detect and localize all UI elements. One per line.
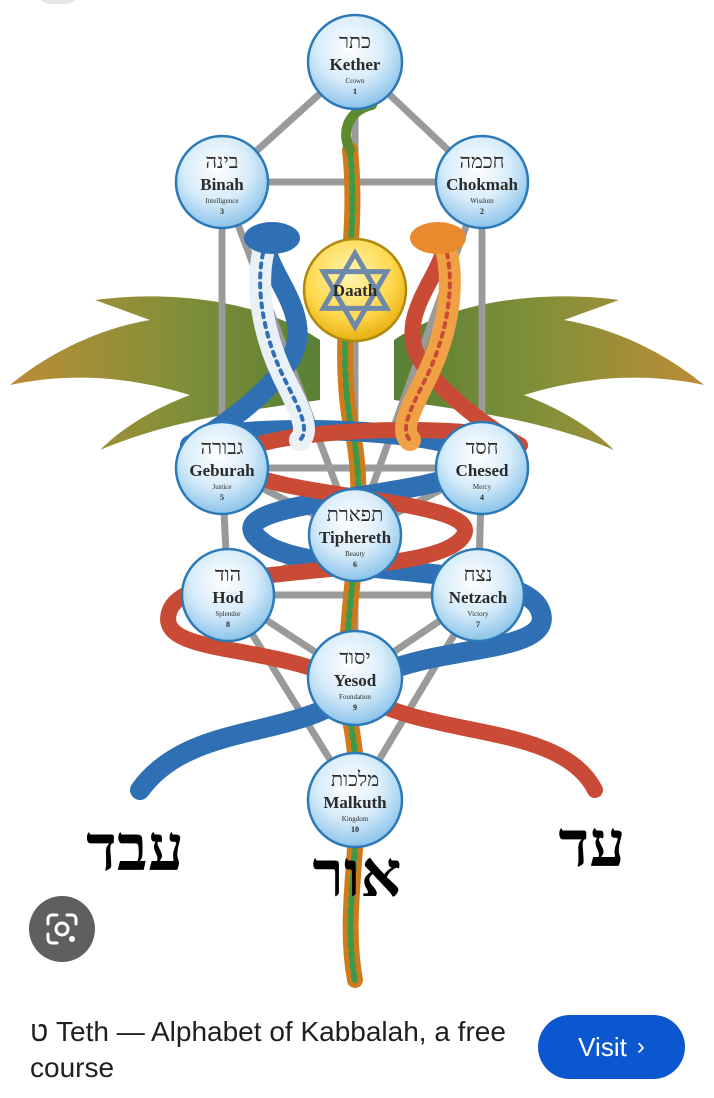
sephirah-number: 2: [480, 207, 484, 216]
sephirah-hebrew: גבורה: [201, 437, 244, 459]
sephirah-name: Yesod: [334, 671, 377, 690]
sephirah-number: 5: [220, 493, 224, 502]
hebrew-word-right: עד: [559, 807, 626, 882]
sphere-circle: [306, 751, 404, 849]
sephirah-meaning: Kingdom: [342, 815, 369, 823]
sephirah-name: Daath: [333, 281, 378, 300]
result-title[interactable]: ט Teth — Alphabet of Kabbalah, a free co…: [30, 1016, 506, 1083]
sephirah-hebrew: חסד: [466, 437, 499, 459]
sphere-daath: Daath: [302, 237, 408, 343]
visit-button[interactable]: Visit ›: [538, 1015, 685, 1079]
sephirah-name: Chokmah: [446, 175, 518, 194]
google-lens-button[interactable]: [29, 896, 95, 962]
sephirah-meaning: Wisdom: [470, 197, 494, 205]
sephirah-meaning: Mercy: [473, 483, 492, 491]
sphere-circle: [434, 134, 530, 230]
sephirah-meaning: Beauty: [345, 550, 365, 558]
sphere-circle: [174, 134, 270, 230]
bottom-hebrew-words: עבד אור עד: [86, 807, 625, 912]
previous-card-edge: [36, 0, 80, 4]
sephirah-hebrew: יסוד: [339, 647, 370, 669]
hebrew-word-left: עבד: [86, 811, 184, 886]
hebrew-word-center: אור: [313, 837, 402, 912]
sephirah-hebrew: הוד: [215, 564, 241, 586]
sephirah-number: 4: [480, 493, 484, 502]
sephirah-name: Malkuth: [323, 793, 387, 812]
sephirah-name: Netzach: [449, 588, 508, 607]
sephirah-number: 3: [220, 207, 224, 216]
sephirah-name: Binah: [200, 175, 244, 194]
sephirah-hebrew: בינה: [206, 151, 239, 173]
sephirah-number: 9: [353, 703, 357, 712]
star-of-david-icon: [318, 248, 392, 332]
sephirah-number: 8: [226, 620, 230, 629]
sephirah-name: Geburah: [189, 461, 255, 480]
sphere-circle: [434, 420, 530, 516]
sphere-circle: [306, 13, 404, 111]
dragon-wings: [10, 296, 704, 450]
sphere-circle: [307, 487, 403, 583]
google-lens-icon: [46, 913, 78, 945]
sephirah-hebrew: מלכות: [331, 769, 379, 791]
sephirah-hebrew: תפארת: [327, 504, 384, 526]
sephirah-hebrew: חכמה: [460, 151, 505, 173]
sephirah-name: Chesed: [456, 461, 509, 480]
sephirah-number: 10: [351, 825, 359, 834]
sephirah-number: 6: [353, 560, 357, 569]
sephirah-hebrew: נצח: [464, 564, 493, 586]
sphere-circle: [174, 420, 270, 516]
sephirah-name: Kether: [330, 55, 381, 74]
sephirah-name: Tiphereth: [319, 528, 392, 547]
sphere-circle: [306, 629, 404, 727]
sephirah-meaning: Splendor: [215, 610, 241, 618]
sephirah-meaning: Victory: [468, 610, 489, 618]
sephirah-meaning: Foundation: [339, 693, 371, 701]
sephirah-meaning: Intelligence: [205, 197, 238, 205]
sephirah-name: Hod: [212, 588, 244, 607]
sephirah-hebrew: כתר: [339, 31, 371, 53]
sphere-circle: [180, 547, 276, 643]
sphere-circle: [430, 547, 526, 643]
visit-label: Visit: [578, 1031, 627, 1062]
sephirah-number: 7: [476, 620, 480, 629]
sphere-circle: [302, 237, 408, 343]
sephirah-number: 1: [353, 87, 357, 96]
sephirah-meaning: Crown: [345, 77, 365, 85]
sephirah-meaning: Justice: [212, 483, 231, 491]
chevron-right-icon: ›: [636, 1033, 645, 1060]
